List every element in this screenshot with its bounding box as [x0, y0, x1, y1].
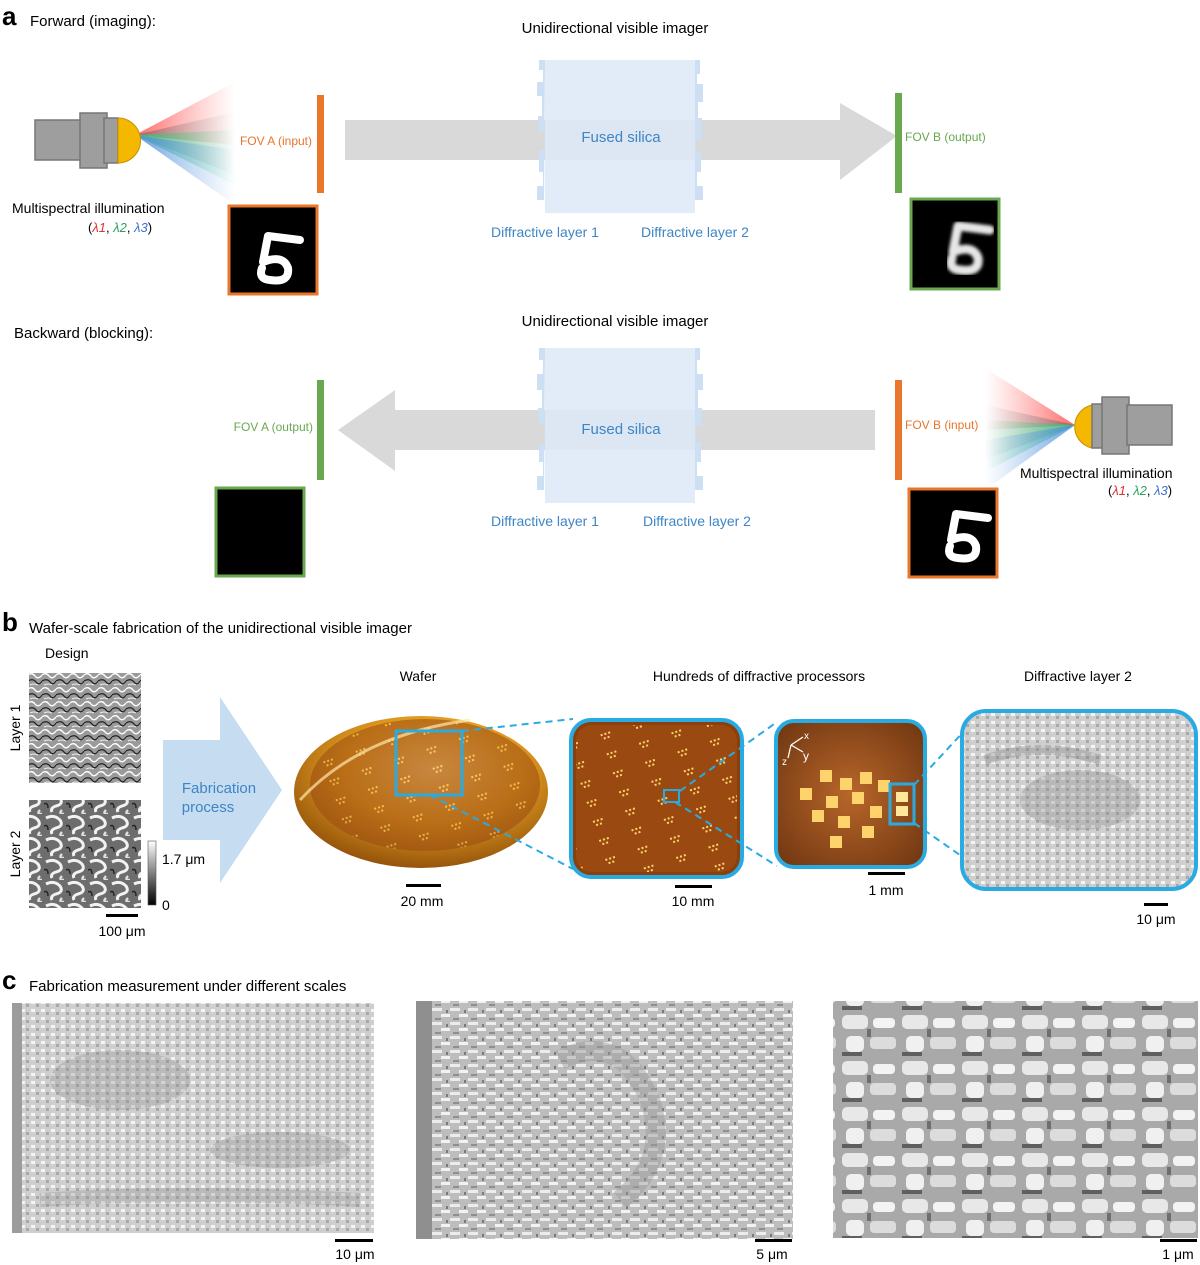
forward-fov-b-label: FOV B (output) [905, 130, 986, 144]
forward-fused-silica-label: Fused silica [581, 129, 661, 146]
forward-lambda-list: (λ1, λ2, λ3) [88, 220, 152, 235]
zoom-line-3b [913, 822, 968, 861]
fabrication-label-line1: Fabrication [182, 780, 256, 797]
forward-light-source [34, 82, 235, 205]
design-label: Design [45, 645, 89, 661]
wafer-scale-label: 20 mm [401, 893, 444, 909]
backward-fov-a-label: FOV A (output) [234, 420, 313, 434]
forward-fused-silica-block [537, 60, 703, 213]
sem-medium-scale-bar [755, 1239, 792, 1242]
wafer-label: Wafer [400, 668, 437, 684]
axis-y-label: y [803, 749, 809, 763]
panel-c-title: Fabrication measurement under different … [29, 978, 346, 995]
layer2-label: Layer 2 [7, 830, 23, 877]
panel-a-letter: a [2, 1, 17, 31]
wafer-scale-bar [406, 884, 441, 887]
design-layer1-map [29, 673, 141, 783]
processor-array-zoom-photo [774, 719, 927, 869]
backward-fused-silica-block [537, 348, 703, 503]
forward-fov-a-label: FOV A (input) [240, 134, 312, 148]
design-layer2-map [29, 800, 141, 908]
fabrication-process-arrow [163, 697, 282, 883]
backward-illumination-label: Multispectral illumination [1020, 465, 1173, 481]
processors-scale-bar [675, 885, 712, 888]
sem-small-scale-label: 1 μm [1162, 1246, 1193, 1262]
backward-title: Backward (blocking): [14, 325, 153, 342]
zoom-line-1b [429, 794, 574, 870]
backward-light-source [985, 368, 1173, 490]
forward-input-digit-image [227, 204, 319, 296]
design-scale-bar [106, 914, 138, 917]
forward-device-title: Unidirectional visible imager [522, 20, 709, 37]
sem-image-large-scale [12, 1003, 374, 1233]
zoom-line-3a [913, 727, 968, 786]
wafer-photo [294, 716, 548, 868]
layer2-sem-scale-bar [1144, 903, 1168, 906]
forward-fov-a-plane [317, 95, 324, 193]
sem-medium-scale-label: 5 μm [756, 1246, 787, 1262]
layer1-label: Layer 1 [7, 704, 23, 751]
colorbar-min-label: 0 [162, 897, 170, 913]
backward-fov-a-plane [317, 380, 324, 480]
processors-label: Hundreds of diffractive processors [653, 668, 865, 684]
axes-triad [787, 736, 804, 759]
backward-fov-b-plane [895, 380, 902, 480]
forward-title: Forward (imaging): [30, 13, 156, 30]
backward-device-title: Unidirectional visible imager [522, 313, 709, 330]
zoom-scale-bar [868, 872, 905, 875]
layer2-sem-label: Diffractive layer 2 [1024, 668, 1132, 684]
height-colorbar [147, 840, 157, 906]
layer2-sem-scale-label: 10 μm [1136, 911, 1175, 927]
layer2-sem-image [960, 709, 1198, 891]
axis-z-label: z [782, 757, 787, 768]
backward-fov-b-label: FOV B (input) [905, 418, 978, 432]
colorbar-max-label: 1.7 μm [162, 851, 205, 867]
forward-layer2-label: Diffractive layer 2 [641, 224, 749, 240]
backward-fused-silica-label: Fused silica [581, 421, 661, 438]
backward-input-digit-image [907, 487, 999, 579]
forward-layer1-label: Diffractive layer 1 [491, 224, 599, 240]
sem-image-medium-scale [416, 1001, 793, 1239]
sem-large-scale-label: 10 μm [335, 1246, 374, 1262]
zoom-line-2a [679, 721, 778, 792]
backward-layer1-label: Diffractive layer 1 [491, 513, 599, 529]
backward-lambda-list: (λ1, λ2, λ3) [1108, 483, 1172, 498]
design-scale-label: 100 μm [99, 923, 146, 939]
sem-image-small-scale [833, 1001, 1198, 1238]
forward-output-digit-image [909, 197, 1001, 291]
zoom-line-1a [461, 718, 574, 732]
backward-layer2-label: Diffractive layer 2 [643, 513, 751, 529]
forward-fov-b-plane [895, 93, 902, 193]
zoom-line-2b [674, 801, 778, 867]
axis-x-label: x [804, 731, 809, 742]
panel-b-title: Wafer-scale fabrication of the unidirect… [29, 620, 412, 637]
zoom-scale-label: 1 mm [869, 882, 904, 898]
panel-c-letter: c [2, 965, 16, 995]
sem-small-scale-bar [1160, 1239, 1197, 1242]
backward-output-dark-image [214, 486, 306, 578]
forward-illumination-label: Multispectral illumination [12, 200, 165, 216]
processors-closeup-photo [569, 718, 744, 879]
panel-b-letter: b [2, 607, 18, 637]
fabrication-label-line2: process [182, 799, 235, 816]
processors-scale-label: 10 mm [672, 893, 715, 909]
sem-large-scale-bar [335, 1239, 373, 1242]
